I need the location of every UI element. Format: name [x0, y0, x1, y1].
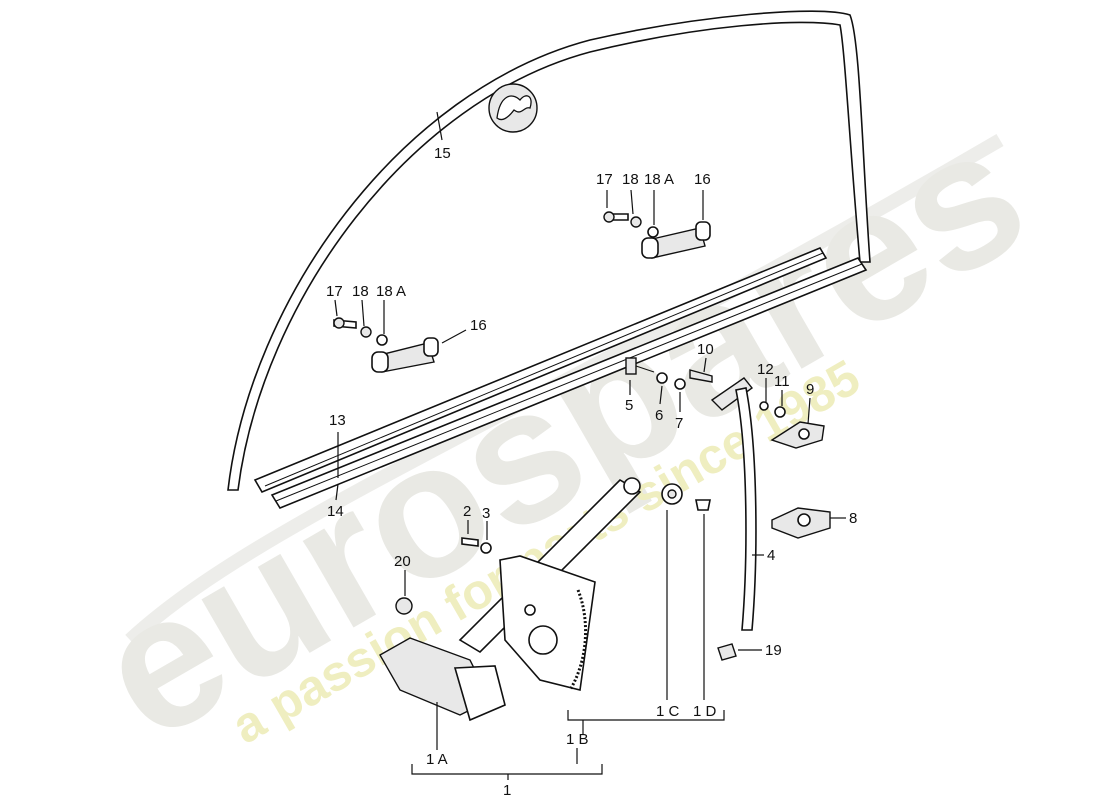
label-18-lower: 18	[352, 283, 369, 300]
label-4: 4	[767, 547, 775, 564]
guide-rail-group	[717, 387, 846, 661]
label-5: 5	[625, 397, 633, 414]
label-17-upper: 17	[596, 171, 613, 188]
label-13: 13	[329, 412, 346, 429]
label-6: 6	[655, 407, 663, 424]
leader-15	[436, 111, 443, 141]
label-14: 14	[327, 503, 344, 520]
label-15: 15	[434, 145, 451, 162]
label-9: 9	[806, 381, 814, 398]
window-channel-rails	[253, 246, 868, 509]
label-10: 10	[697, 341, 714, 358]
grouping-brackets	[411, 710, 725, 780]
label-16-upper: 16	[694, 171, 711, 188]
prancing-horse-emblem-icon	[488, 83, 538, 133]
leader-14	[335, 483, 339, 501]
hardware-group	[625, 357, 825, 449]
label-18-upper: 18	[622, 171, 639, 188]
watermark-swoosh	[125, 133, 1004, 646]
bracket-group-upper	[603, 189, 711, 259]
label-1B: 1 B	[566, 731, 589, 748]
label-16-lower: 16	[470, 317, 487, 334]
callout-labels: 15 17 18 18 A 16 17 18 18 A 16 13 14 10 …	[326, 145, 857, 799]
label-20: 20	[394, 553, 411, 570]
bracket-group-lower	[333, 299, 467, 373]
label-17-lower: 17	[326, 283, 343, 300]
label-1A: 1 A	[426, 751, 448, 768]
label-1C: 1 C	[656, 703, 680, 720]
window-regulator	[379, 477, 642, 750]
label-3: 3	[482, 505, 490, 522]
label-12: 12	[757, 361, 774, 378]
label-8: 8	[849, 510, 857, 527]
label-18A-upper: 18 A	[644, 171, 674, 188]
label-11: 11	[774, 373, 790, 390]
label-18A-lower: 18 A	[376, 283, 406, 300]
label-19: 19	[765, 642, 782, 659]
label-1D: 1 D	[693, 703, 717, 720]
label-7: 7	[675, 415, 683, 432]
label-2: 2	[463, 503, 471, 520]
window-glass	[227, 10, 871, 491]
roller-and-pin	[661, 483, 711, 700]
label-1: 1	[503, 782, 511, 799]
